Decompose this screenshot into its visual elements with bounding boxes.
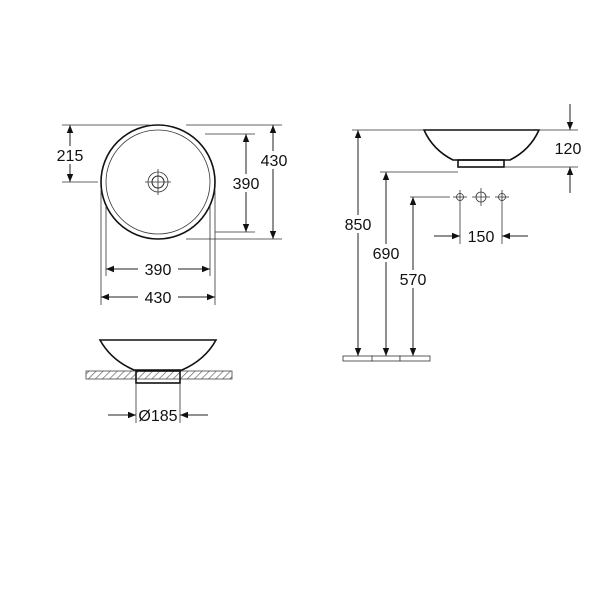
outlet-connection-icon <box>472 188 490 206</box>
supply-connection-icon <box>495 190 509 204</box>
front-view: Ø185 <box>85 339 233 425</box>
top-view: 215 430 390 390 430 <box>50 124 292 307</box>
floor-plate-3 <box>399 355 431 362</box>
front-bowl-body <box>98 339 218 371</box>
dim-label-430-horizontal: 430 <box>145 290 172 307</box>
dim-label-390-horizontal: 390 <box>145 262 172 279</box>
dim-label-570: 570 <box>400 272 427 289</box>
floor-plate-1 <box>342 355 374 362</box>
dim-label-850: 850 <box>345 217 372 234</box>
dim-label-120: 120 <box>555 141 582 158</box>
bowl-outer-rim <box>100 124 216 240</box>
supply-connection-icon <box>453 190 467 204</box>
dim-label-150: 150 <box>468 229 495 246</box>
dim-label-690: 690 <box>373 246 400 263</box>
side-bowl-base <box>457 159 505 168</box>
side-view: 120 850 690 570 <box>340 104 582 362</box>
bowl-inner-rim <box>105 129 211 235</box>
drain-icon <box>145 169 171 195</box>
dim-label-base-diameter: Ø185 <box>138 408 177 425</box>
side-bowl-body <box>422 129 541 161</box>
dim-label-430-vertical: 430 <box>261 153 288 170</box>
floor-plate-2 <box>371 355 401 362</box>
front-bowl-base <box>135 370 181 384</box>
countertop-hatched <box>85 370 233 380</box>
dim-label-390-vertical: 390 <box>233 176 260 193</box>
dim-label-215: 215 <box>57 148 84 165</box>
